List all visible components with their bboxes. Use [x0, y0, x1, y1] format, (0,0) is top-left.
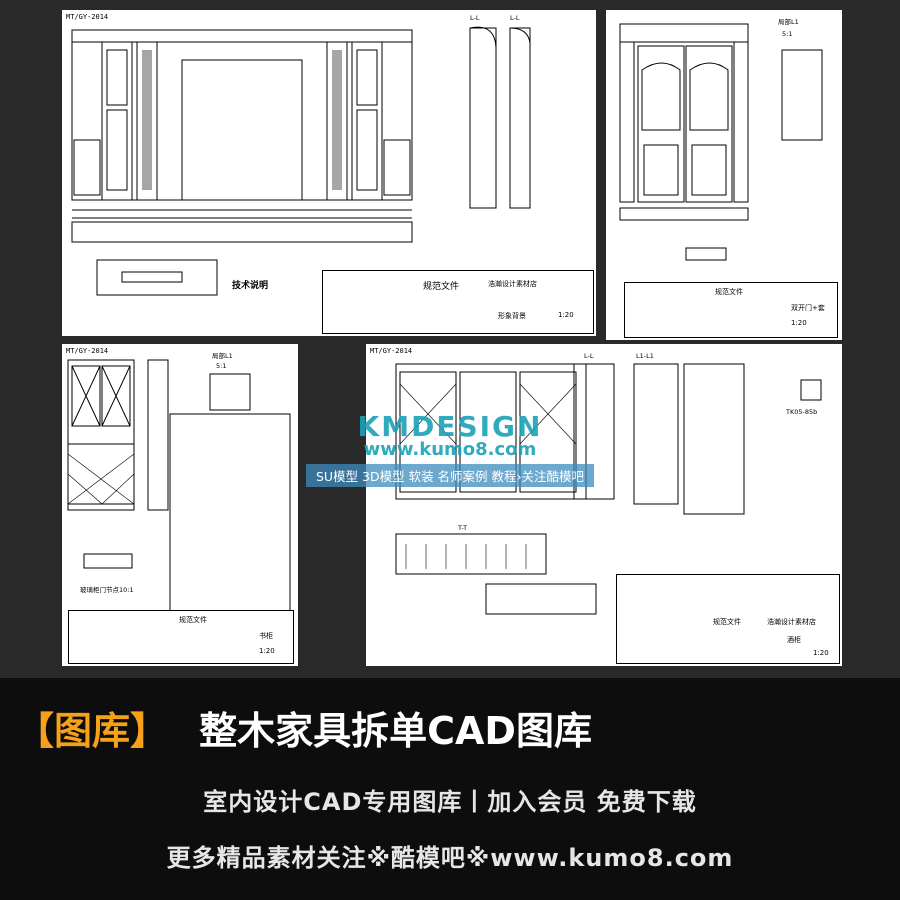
node-label: 玻璃柜门节点10:1 — [80, 586, 134, 594]
notes-title: 技术说明 — [232, 281, 269, 291]
door-drawing — [619, 23, 823, 261]
section-label: L-L — [584, 352, 594, 360]
title-block: 规范文件 浩瀚设计素材店 形象背景 1:20 — [322, 270, 594, 334]
title-block-title: 规范文件 — [713, 618, 741, 626]
detail-label: 局部L1 — [778, 18, 799, 26]
title-block-scale: 1:20 — [813, 649, 829, 657]
section-label-tt: T-T — [458, 524, 468, 532]
promo-banner: 【图库】 整木家具拆单CAD图库 室内设计CAD专用图库丨加入会员 免费下载 更… — [0, 678, 900, 900]
title-block-title: 规范文件 — [423, 282, 460, 292]
banner-footer-line: 更多精品素材关注※酷模吧※www.kumo8.com — [166, 844, 734, 872]
title-block-drawing-name: 双开门+套 — [791, 304, 825, 312]
detail-label: 局部L1 — [212, 352, 233, 360]
sheet-code: MT/GY-2014 — [370, 347, 413, 355]
elevation-drawing — [71, 26, 531, 296]
title-block: 规范文件 浩瀚设计素材店 酒柜 1:20 — [616, 574, 840, 664]
watermark-url: www.kumo8.com — [363, 439, 537, 460]
title-block-scale: 1:20 — [259, 647, 275, 655]
detail-scale: 5:1 — [782, 30, 793, 38]
title-block: 规范文件 双开门+套 1:20 — [624, 282, 838, 338]
title-block-scale: 1:20 — [558, 311, 574, 319]
watermark-tagline: SU模型 3D模型 软装 名师案例 教程›关注酷模吧 — [305, 464, 595, 487]
banner-title-row: 【图库】 整木家具拆单CAD图库 — [16, 700, 592, 755]
title-block-company: 浩瀚设计素材店 — [488, 280, 537, 288]
category-tag: 【图库】 — [16, 709, 169, 753]
banner-subtitle: 室内设计CAD专用图库丨加入会员 免费下载 — [203, 788, 697, 816]
cad-sheet-double-door: 局部L1 5:1 规范文件 双开门+套 1:20 — [606, 10, 842, 340]
detail-scale: 5:1 — [216, 362, 227, 370]
title-block-title: 规范文件 — [179, 616, 207, 624]
title-block-drawing-name: 形象背景 — [498, 312, 526, 320]
section-label-a: L-L — [470, 14, 480, 22]
section-label-l1: L1-L1 — [636, 352, 654, 360]
cad-preview-area: MT/GY-2014 — [0, 0, 900, 678]
wine-cabinet-drawing — [395, 363, 822, 615]
watermark-brand: KMDESIGN — [357, 410, 543, 443]
banner-title: 整木家具拆单CAD图库 — [199, 709, 592, 753]
sheet-code: MT/GY-2014 — [66, 13, 109, 21]
cad-sheet-bookcase: MT/GY-2014 局部L1 5:1 玻璃柜门节点10:1 — [62, 344, 298, 666]
title-block-drawing-name: 酒柜 — [787, 636, 801, 644]
sheet-code: MT/GY-2014 — [66, 347, 109, 355]
section-label-b: L-L — [510, 14, 520, 22]
cad-sheet-wine-cabinet: MT/GY-2014 L-L — [366, 344, 842, 666]
part-code: TK05-85b — [786, 408, 818, 416]
cad-sheet-background-wall: MT/GY-2014 — [62, 10, 596, 336]
title-block: 规范文件 书柜 1:20 — [68, 610, 294, 664]
watermark: KMDESIGN www.kumo8.com SU模型 3D模型 软装 名师案例… — [0, 410, 900, 487]
title-block-company: 浩瀚设计素材店 — [767, 618, 816, 626]
title-block-title: 规范文件 — [715, 288, 743, 296]
title-block-scale: 1:20 — [791, 319, 807, 327]
title-block-drawing-name: 书柜 — [259, 632, 273, 640]
